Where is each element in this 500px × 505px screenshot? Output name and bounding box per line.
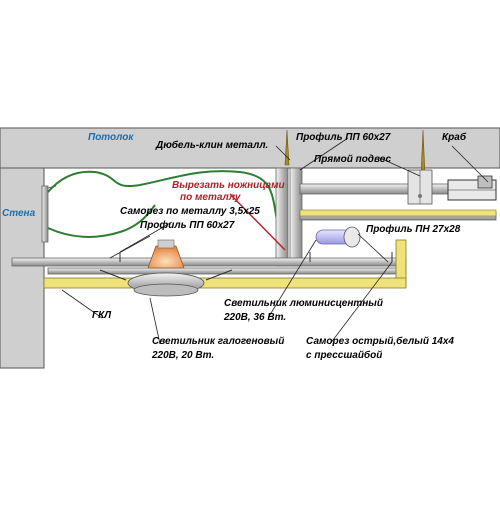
profile-pp-top-label: Профиль ПП 60x27 bbox=[296, 131, 391, 143]
leader-lines bbox=[61, 137, 489, 345]
fluorescent-label-line1: Светильник люминисцентный bbox=[224, 298, 383, 309]
profile-rails bbox=[11, 257, 407, 275]
screw-marks bbox=[119, 252, 393, 262]
cut-label-line2: по металлу bbox=[180, 192, 241, 203]
halogen-lamp-icon bbox=[99, 239, 233, 297]
profile-pp-left-label: Профиль ПП 60х27 bbox=[140, 219, 235, 231]
crab-label: Краб bbox=[442, 131, 467, 143]
metal-screw-label: Саморез по металлу 3,5х25 bbox=[120, 206, 260, 217]
cut-marker-line bbox=[229, 193, 286, 251]
crab-connector-icon bbox=[447, 175, 497, 201]
fluorescent-tube-icon bbox=[315, 226, 361, 248]
direct-hanger-icon bbox=[407, 169, 433, 205]
cut-label-line1: Вырезать ножницами bbox=[172, 180, 285, 191]
wall-label: Стена bbox=[2, 208, 36, 219]
wall-slab bbox=[0, 167, 45, 369]
gkl-board bbox=[43, 277, 407, 289]
direct-hanger-label: Прямой подвес bbox=[314, 154, 391, 165]
pn-profile-top bbox=[299, 209, 497, 217]
dowel-clip-label: Дюбель-клин металл. bbox=[155, 139, 268, 151]
electric-wire bbox=[47, 170, 281, 239]
profile-pn-label: Профиль ПН 27х28 bbox=[366, 223, 461, 235]
fluorescent-label-line2: 220В, 36 Вт. bbox=[223, 312, 286, 323]
halogen-label-line1: Светильник галогеновый bbox=[152, 336, 284, 347]
wall-bracket bbox=[41, 185, 57, 243]
sharp-screw-label-line1: Саморез острый,белый 14х4 bbox=[306, 335, 454, 347]
gkl-label: ГКЛ bbox=[92, 310, 112, 321]
ceiling-label: Потолок bbox=[88, 132, 134, 143]
sharp-screw-label-line2: с прессшайбой bbox=[306, 349, 382, 361]
ceiling-slab bbox=[0, 127, 500, 169]
halogen-label-line2: 220В, 20 Вт. bbox=[151, 350, 214, 361]
